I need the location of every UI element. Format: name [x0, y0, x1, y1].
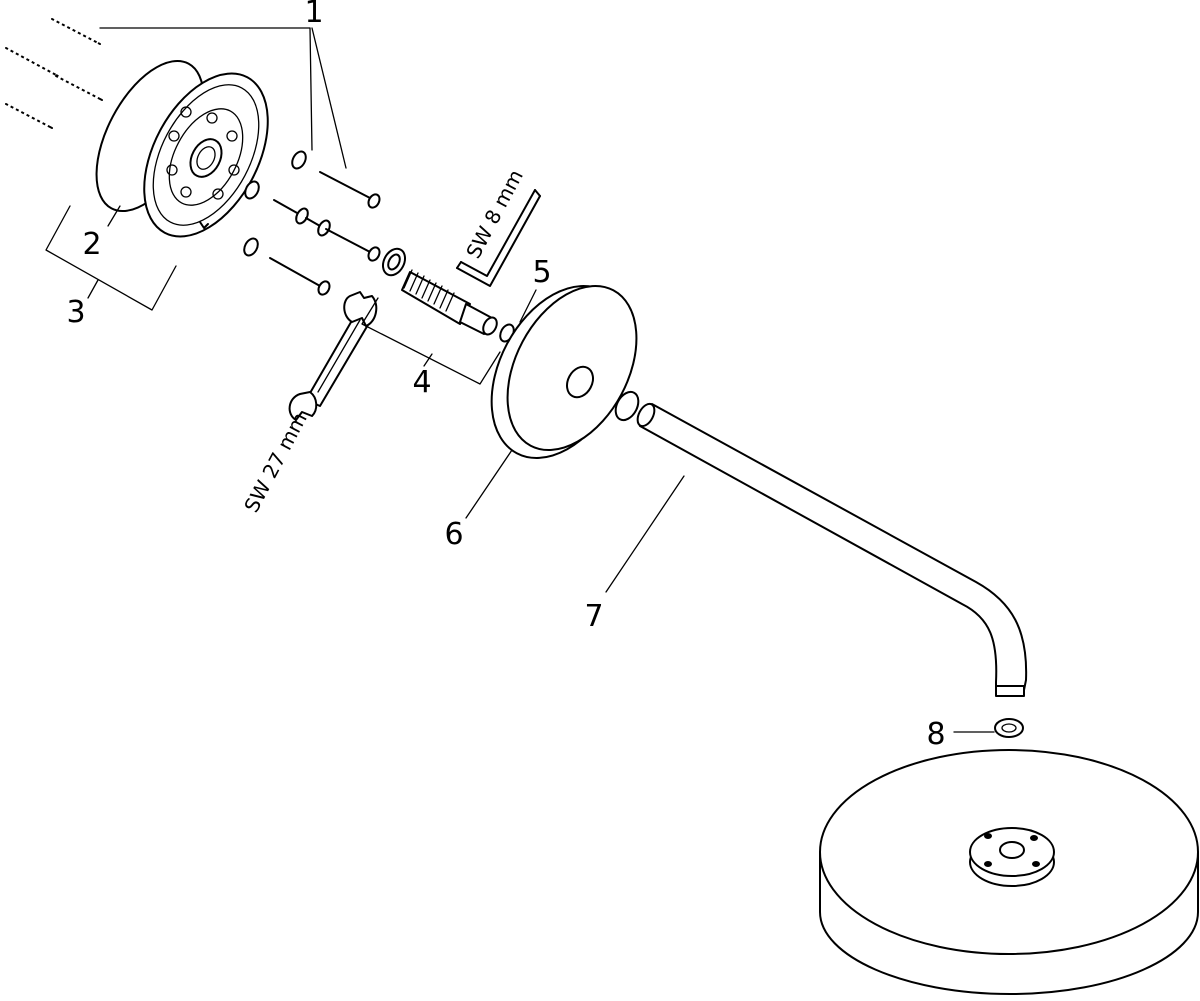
- callout-numbers: 1 2 3 4 5 6 7 8: [66, 0, 945, 752]
- callout-7: 7: [584, 599, 603, 634]
- arm-o-ring: [614, 390, 640, 422]
- callout-8: 8: [926, 717, 945, 752]
- head-washer: [994, 718, 1024, 738]
- wood-screw: [269, 257, 331, 296]
- callout-3: 3: [66, 295, 85, 330]
- mounting-plate: [143, 72, 269, 238]
- callout-4: 4: [412, 365, 431, 400]
- wood-screw: [273, 199, 381, 262]
- wall-anchor: [55, 75, 103, 101]
- wall-anchor: [5, 47, 59, 77]
- wall-anchor: [51, 18, 101, 45]
- allen-key: SW 8 mm: [456, 166, 541, 287]
- connector-threads: [403, 269, 455, 312]
- callout-6: 6: [444, 517, 463, 552]
- wall-rosette: [490, 284, 638, 459]
- wall-anchor: [5, 103, 53, 129]
- allen-key-size-label: SW 8 mm: [461, 166, 528, 263]
- callout-2: 2: [82, 227, 101, 262]
- screw-washers: [243, 150, 307, 257]
- wood-screws: [269, 171, 381, 296]
- threaded-connector: [381, 247, 498, 336]
- wood-screw: [319, 171, 381, 209]
- shower-head-connector: [969, 827, 1055, 887]
- shower-arm: [636, 402, 1028, 697]
- wall-anchors: [5, 18, 103, 129]
- mounting-holes: [166, 106, 240, 200]
- callout-leaders: [45, 27, 995, 733]
- wrench-size-label: SW 27 mm: [239, 408, 312, 516]
- callout-1: 1: [304, 0, 323, 30]
- callout-5: 5: [532, 255, 551, 290]
- shower-head: [819, 749, 1199, 995]
- open-end-wrench: SW 27 mm: [239, 291, 378, 516]
